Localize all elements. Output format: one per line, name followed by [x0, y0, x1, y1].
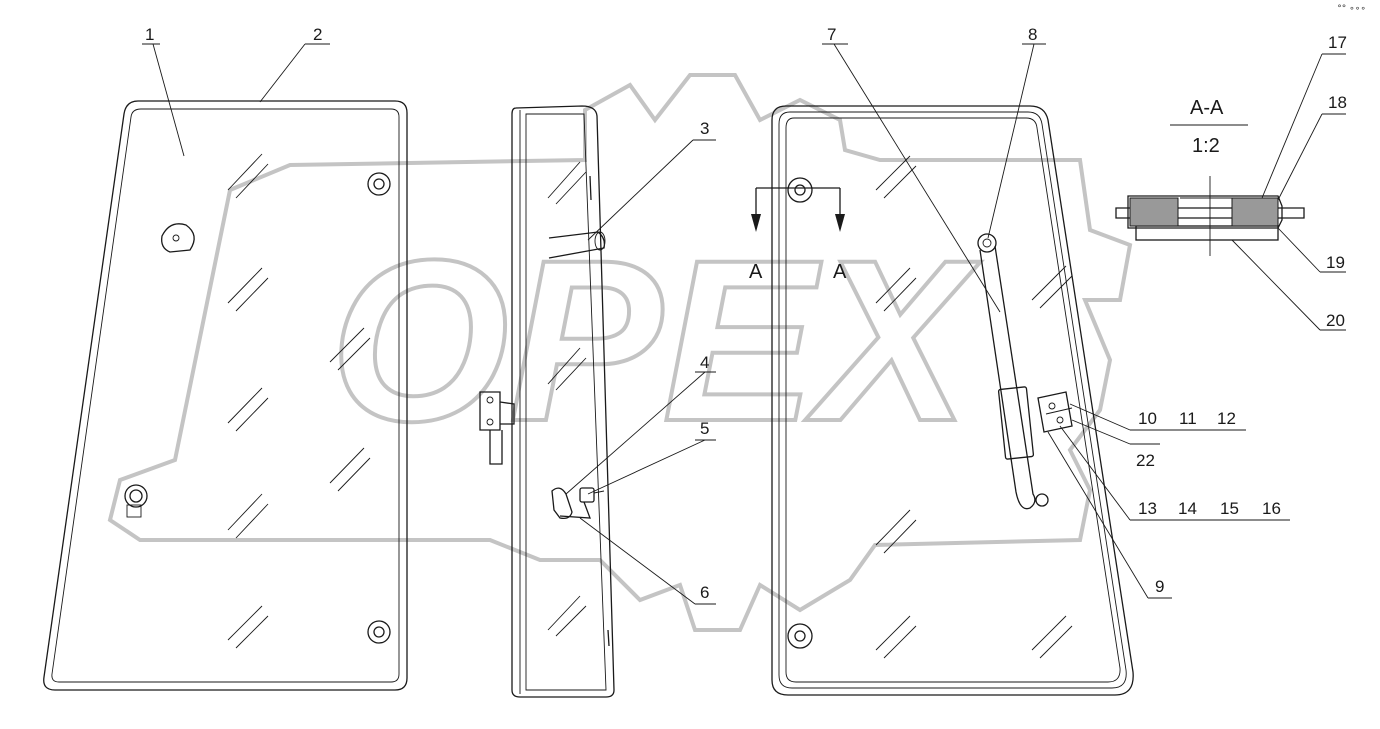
- callout-20: 20: [1326, 311, 1345, 330]
- watermark: OPEX: [107, 73, 1133, 632]
- callout-9: 9: [1155, 577, 1164, 596]
- callout-3: 3: [700, 119, 709, 138]
- watermark-text: OPEX: [330, 212, 981, 469]
- callout-8: 8: [1028, 25, 1037, 44]
- callout-2: 2: [313, 25, 322, 44]
- callout-14: 14: [1178, 499, 1197, 518]
- section-scale: 1:2: [1192, 135, 1220, 157]
- callouts: 1 2 3 4 5 6 7 8 9 10 11 12 13 14 15 16 1…: [145, 25, 1347, 602]
- section-cut-label-right: A: [833, 261, 847, 283]
- corner-mark: °° ∘∘∘: [1337, 4, 1366, 14]
- view-front-panel: [43, 100, 408, 691]
- callout-18: 18: [1328, 93, 1347, 112]
- callout-16: 16: [1262, 499, 1281, 518]
- callout-19: 19: [1326, 253, 1345, 272]
- callout-1: 1: [145, 25, 154, 44]
- section-title: A-A: [1190, 97, 1224, 119]
- callout-15: 15: [1220, 499, 1239, 518]
- callout-17: 17: [1328, 33, 1347, 52]
- view-side-panel: [479, 105, 615, 698]
- section-aa-detail: A-A 1:2: [1115, 97, 1305, 256]
- callout-13: 13: [1138, 499, 1157, 518]
- callout-6: 6: [700, 583, 709, 602]
- callout-12: 12: [1217, 409, 1236, 428]
- watermark-gear: [107, 73, 1133, 632]
- callout-22: 22: [1136, 451, 1155, 470]
- callout-7: 7: [827, 25, 836, 44]
- callout-10: 10: [1138, 409, 1157, 428]
- callout-11: 11: [1179, 409, 1197, 428]
- callout-5: 5: [700, 419, 709, 438]
- section-cut-label-left: A: [749, 261, 763, 283]
- view-rear-panel: A A: [749, 105, 1134, 696]
- callout-4: 4: [700, 353, 709, 372]
- leader-lines: [142, 43, 1346, 605]
